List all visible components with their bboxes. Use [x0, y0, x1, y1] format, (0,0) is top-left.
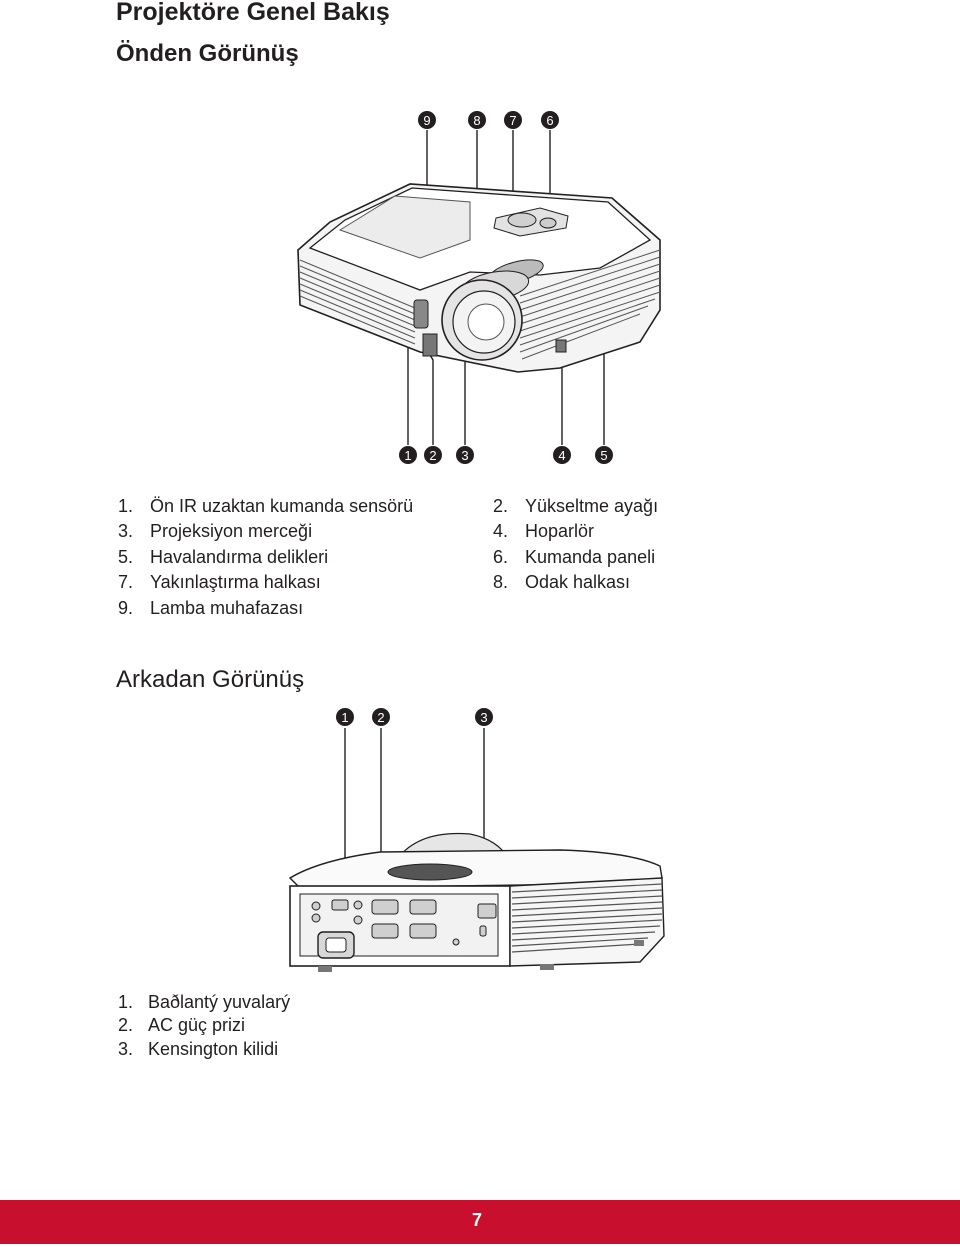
legend-item: 9. Lamba muhafazası [118, 596, 413, 621]
projector-rear [288, 832, 665, 972]
legend-label: Yakınlaştırma halkası [150, 572, 321, 593]
front-callouts-bottom: 1 2 3 4 5 [399, 446, 613, 464]
legend-item: 2. AC güç prizi [118, 1014, 290, 1037]
legend-number: 1. [118, 992, 134, 1012]
front-legend-left: 1. Ön IR uzaktan kumanda sensörü 3. Projek… [118, 494, 413, 621]
projection-lens [441, 279, 523, 361]
legend-label: Yükseltme ayağı [525, 496, 659, 516]
legend-number: 5. [118, 546, 134, 567]
rear-callout-2 [372, 708, 390, 726]
callout-6 [541, 111, 559, 129]
legend-number: 8. [493, 572, 509, 593]
callout-6-label: 6 [546, 113, 553, 128]
callout-8 [468, 111, 486, 129]
legend-item: 4. Hoparlör [493, 519, 658, 544]
legend-label: Lamba muhafazası [150, 597, 304, 618]
ac-inlet [317, 931, 355, 959]
callout-3-label: 3 [461, 448, 468, 463]
legend-number: 9. [118, 597, 134, 618]
legend-number: 1. [118, 496, 134, 516]
callout-5 [595, 446, 613, 464]
callout-4 [553, 446, 571, 464]
rear-callout-1 [336, 708, 354, 726]
callout-2 [424, 446, 442, 464]
rear-callout-3 [475, 708, 493, 726]
legend-label: Kensington kilidi [148, 1038, 279, 1059]
legend-number: 6. [493, 546, 509, 567]
callout-1 [399, 446, 417, 464]
legend-item: 1. Ön IR uzaktan kumanda sensörü [118, 494, 413, 519]
legend-item: 5. Havalandırma delikleri [118, 545, 413, 570]
page-number: 7 [472, 1210, 483, 1230]
front-view-illustration: 9 8 7 6 1 2 3 4 5 [297, 111, 661, 464]
callout-8-label: 8 [473, 113, 480, 128]
rear-view-heading: Arkadan Görünüş [116, 666, 305, 693]
front-view-heading: Önden Görünüş [116, 40, 299, 67]
legend-label: Odak halkası [525, 572, 631, 593]
legend-item: 3. Projeksiyon merceği [118, 519, 413, 544]
front-legend-right: 2. Yükseltme ayağı 4. Hoparlör 6. Kumanda p… [493, 494, 658, 596]
legend-number: 4. [493, 521, 509, 542]
legend-number: 2. [493, 496, 509, 516]
front-callouts-top: 9 8 7 6 [418, 111, 559, 129]
callout-9-label: 9 [423, 113, 430, 128]
callout-4-label: 4 [558, 448, 565, 463]
legend-item: 6. Kumanda paneli [493, 545, 658, 570]
callout-3 [456, 446, 474, 464]
legend-number: 7. [118, 572, 134, 593]
legend-label: Ön IR uzaktan kumanda sensörü [150, 496, 414, 516]
control-panel [493, 207, 569, 237]
legend-item: 7. Yakınlaştırma halkası [118, 570, 413, 595]
rear-callout-1-label: 1 [341, 710, 348, 725]
rear-view-illustration: 1 2 3 [288, 708, 665, 972]
callout-1-label: 1 [404, 448, 411, 463]
rear-callouts: 1 2 3 [336, 708, 493, 726]
page-title: Projektöre Genel Bakış [116, 0, 390, 26]
legend-label: Projeksiyon merceği [150, 521, 313, 542]
rear-legend: 1. Baðlantý yuvalarý 2. AC güç prizi 3. Ken… [118, 991, 290, 1061]
legend-item: 3. Kensington kilidi [118, 1038, 290, 1061]
legend-item: 8. Odak halkası [493, 570, 658, 595]
legend-label: Baðlantý yuvalarý [148, 992, 291, 1012]
legend-label: Kumanda paneli [525, 546, 656, 567]
callout-7 [504, 111, 522, 129]
footer-bar: 7 [0, 1200, 960, 1244]
callout-9 [418, 111, 436, 129]
rear-callout-2-label: 2 [377, 710, 384, 725]
callout-2-label: 2 [429, 448, 436, 463]
legend-label: Havalandırma delikleri [150, 546, 329, 567]
legend-number: 2. [118, 1015, 134, 1036]
legend-label: AC güç prizi [148, 1015, 246, 1036]
legend-item: 2. Yükseltme ayağı [493, 494, 658, 519]
rear-callout-3-label: 3 [480, 710, 487, 725]
legend-number: 3. [118, 521, 134, 542]
projector-front [297, 183, 661, 373]
callout-5-label: 5 [600, 448, 607, 463]
legend-label: Hoparlör [525, 521, 595, 542]
callout-7-label: 7 [509, 113, 516, 128]
legend-number: 3. [118, 1038, 134, 1059]
legend-item: 1. Baðlantý yuvalarý [118, 991, 290, 1014]
